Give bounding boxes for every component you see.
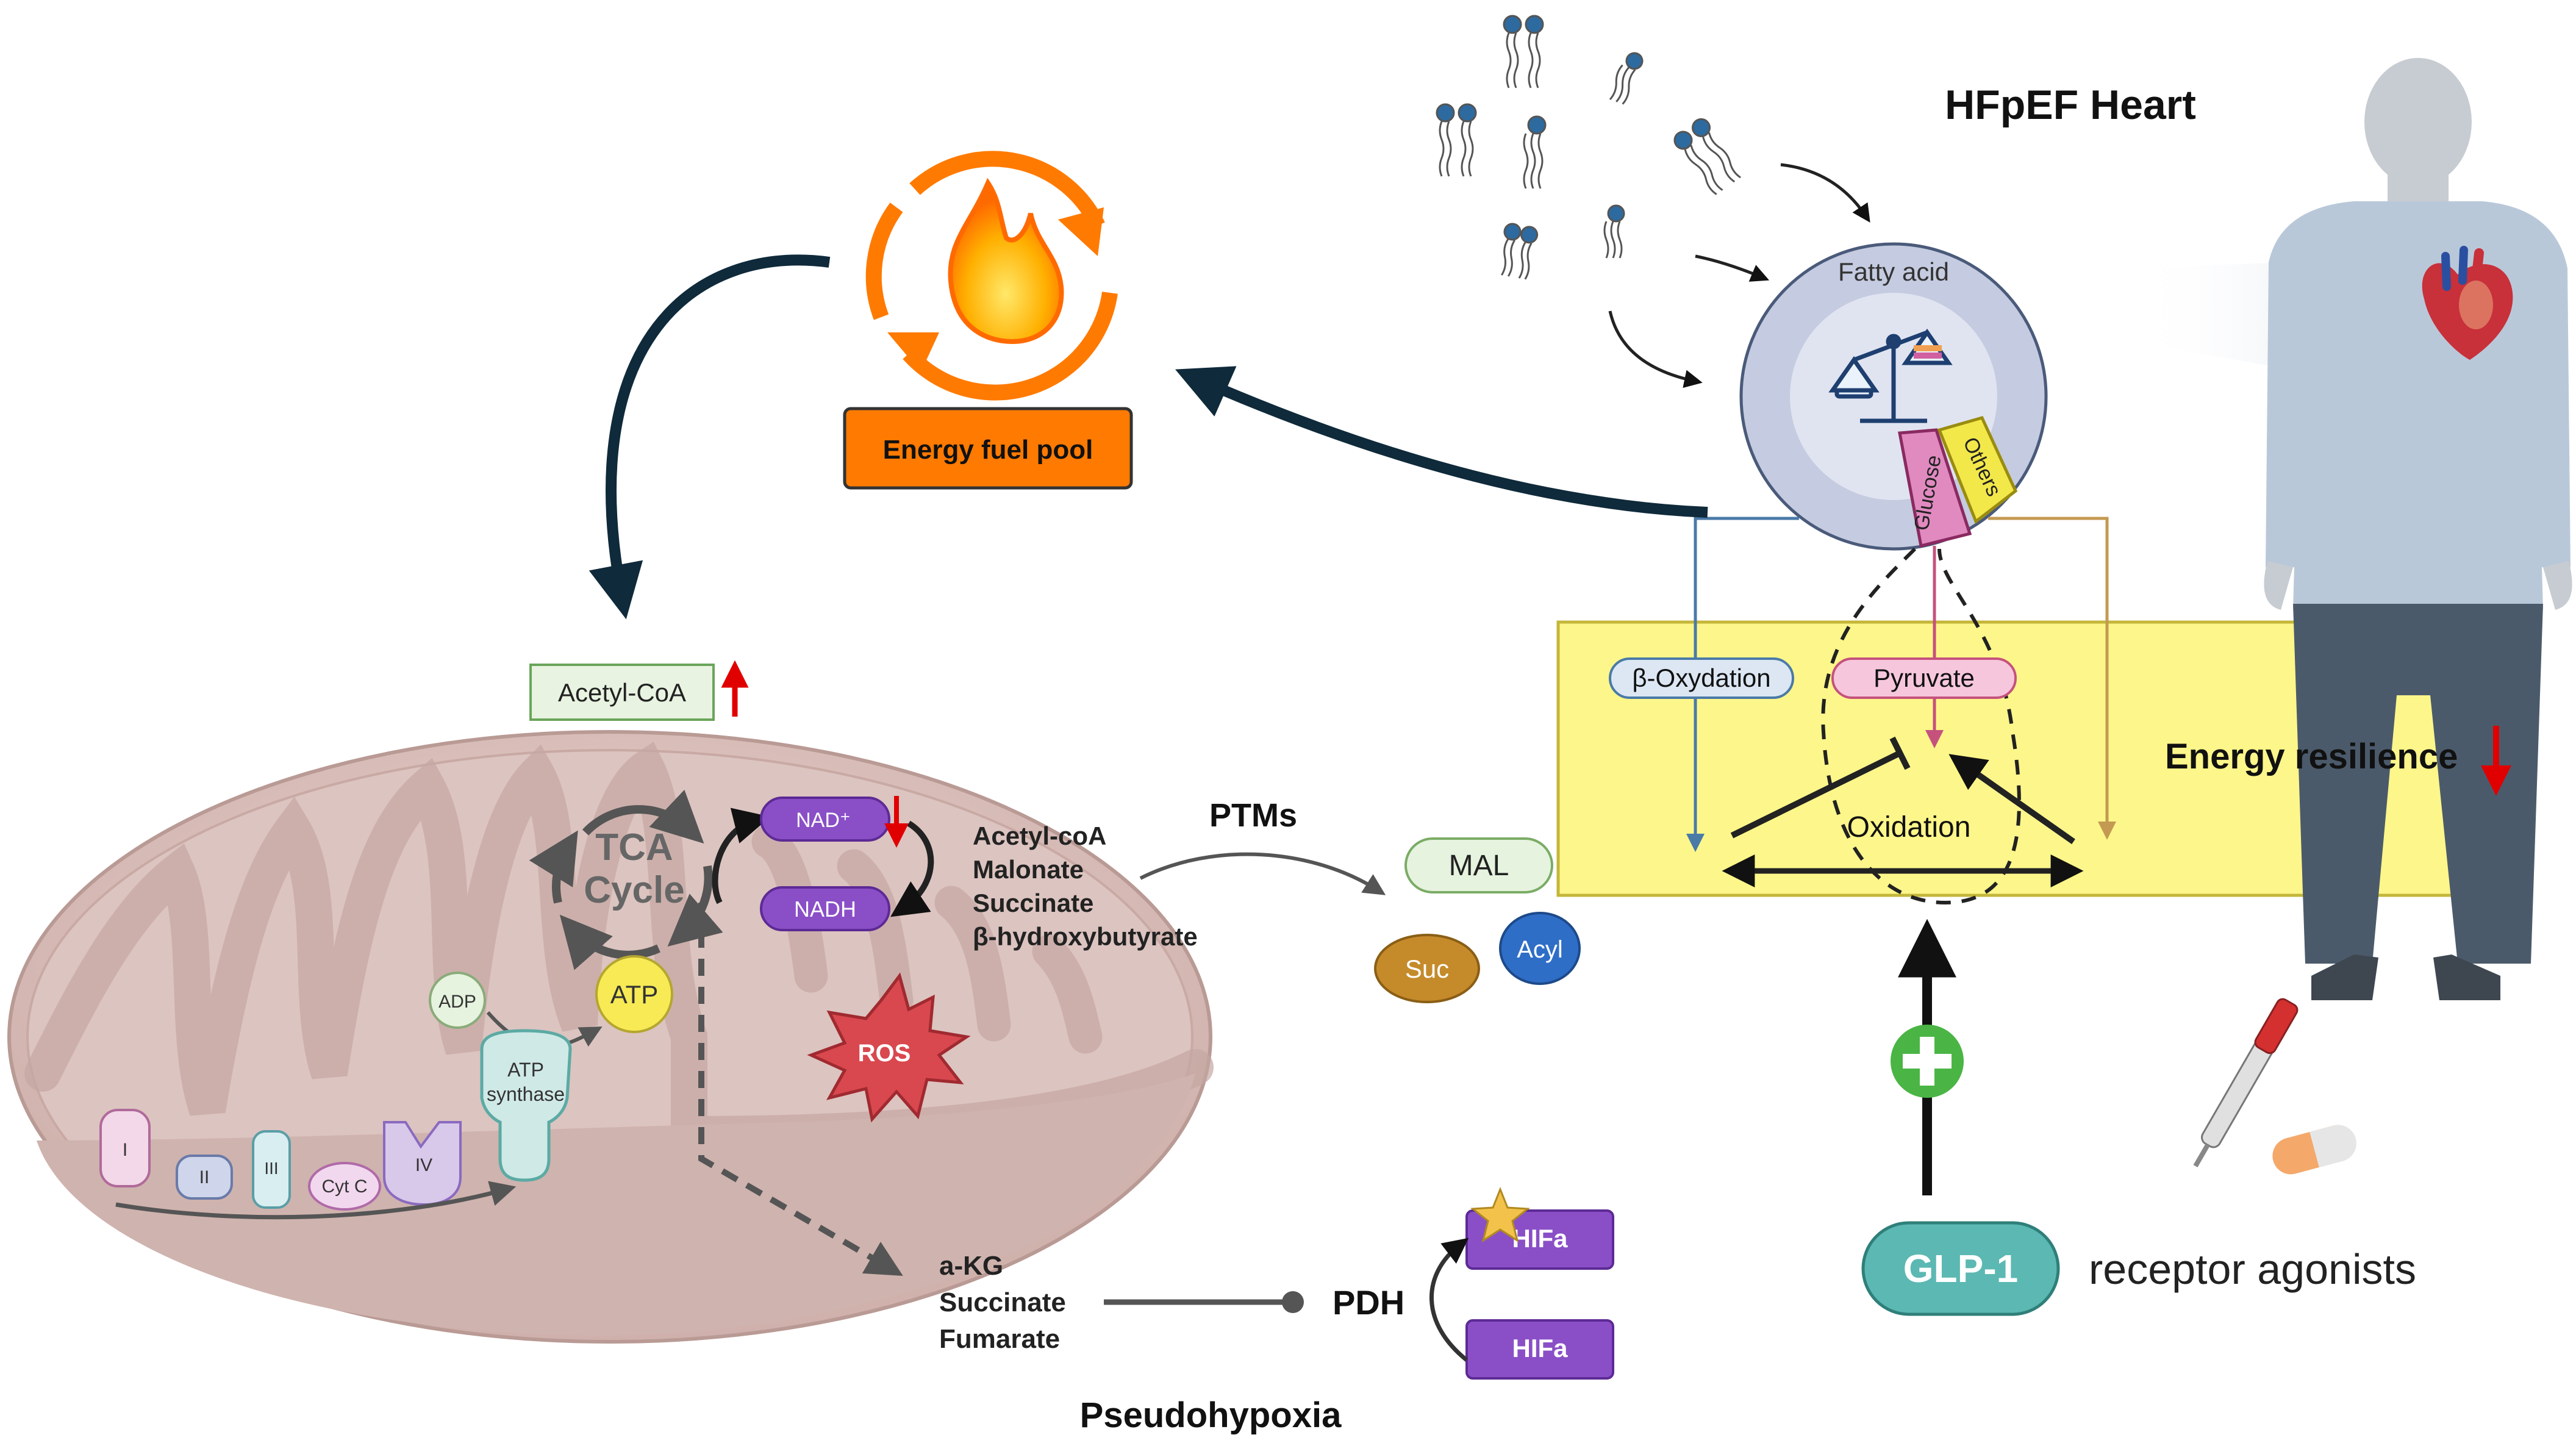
fatty-acid-line <box>1686 517 1799 852</box>
fuel-to-pool-arrow <box>1175 366 1708 518</box>
fatty-acid-label: Fatty acid <box>1838 257 1949 286</box>
hifa-bottom-box <box>1465 1319 1614 1380</box>
complex-i <box>99 1109 151 1187</box>
flame-icon <box>948 177 1064 345</box>
ptms-arrow <box>1139 852 1386 895</box>
tca-label-1: TCA <box>595 826 673 868</box>
pen-injector-icon <box>2193 998 2299 1167</box>
star-icon <box>1470 1186 1530 1243</box>
svg-text:GLP-1: GLP-1 <box>1903 1247 2018 1291</box>
svg-text:NADH: NADH <box>794 897 856 922</box>
svg-text:Cyt C: Cyt C <box>322 1176 368 1197</box>
lipid-arrow-3 <box>1608 310 1703 389</box>
svg-text:NAD⁺: NAD⁺ <box>796 809 851 832</box>
receptor-agonists-label: receptor agonists <box>2089 1245 2416 1293</box>
fuel-selection-circle: Glucose Others <box>1739 242 2048 551</box>
ptm-metabolite-list: Acetyl-coA Malonate Succinate β-hydroxyb… <box>973 822 1198 951</box>
tca-metabolite-list: a-KG Succinate Fumarate <box>939 1251 1066 1354</box>
others-line <box>1988 517 2116 840</box>
svg-text:Energy fuel pool: Energy fuel pool <box>883 435 1093 465</box>
svg-text:II: II <box>199 1167 210 1187</box>
svg-text:ROS: ROS <box>858 1040 911 1067</box>
atp-circle <box>595 955 673 1033</box>
oxidation-arrows <box>1722 736 2084 887</box>
plus-icon <box>1891 1025 1964 1098</box>
nadh-pill <box>760 886 890 931</box>
hfpef-heart-title: HFpEF Heart <box>1945 82 2196 128</box>
energy-resilience-label: Energy resilience <box>2165 737 2458 776</box>
svg-text:Succinate: Succinate <box>939 1287 1066 1317</box>
capsule-icon <box>2272 1125 2356 1175</box>
lipid-molecules <box>1436 15 1741 280</box>
nad-nadh-cycle-arrow <box>712 807 771 904</box>
beta-oxydation-pill <box>1609 657 1794 699</box>
svg-text:I: I <box>123 1140 127 1160</box>
svg-text:ADP: ADP <box>438 992 476 1012</box>
glp1-pill <box>1861 1221 2060 1316</box>
glucose-pathway-outline <box>1821 547 2021 905</box>
svg-text:ATP: ATP <box>610 980 659 1009</box>
svg-text:III: III <box>264 1159 278 1178</box>
svg-text:Succinate: Succinate <box>973 889 1093 917</box>
cyt-c <box>308 1162 381 1211</box>
glucose-sector <box>1898 428 1972 548</box>
others-sector <box>1937 416 2018 524</box>
heart-icon <box>2422 246 2513 360</box>
svg-text:ATP: ATP <box>507 1059 544 1081</box>
svg-text:Fumarate: Fumarate <box>939 1324 1060 1354</box>
svg-text:Acetyl-coA: Acetyl-coA <box>973 822 1106 850</box>
electron-flow-arrow <box>115 1181 517 1220</box>
suc-blob <box>1374 934 1480 1003</box>
pseudohypoxia-label: Pseudohypoxia <box>1080 1395 1342 1435</box>
svg-text:Malonate: Malonate <box>973 855 1084 884</box>
svg-text:Acetyl-CoA: Acetyl-CoA <box>558 678 686 707</box>
pdh-label: PDH <box>1333 1283 1404 1322</box>
energy-fuel-pool-box <box>843 407 1133 490</box>
svg-text:synthase: synthase <box>487 1083 565 1105</box>
lipid-arrow-2 <box>1695 254 1770 282</box>
svg-text:HIFa: HIFa <box>1512 1334 1568 1362</box>
svg-text:Pyruvate: Pyruvate <box>1873 664 1975 692</box>
energy-cycle-icon <box>865 151 1118 401</box>
human-figure <box>2134 58 2572 1000</box>
svg-text:β-hydroxybutyrate: β-hydroxybutyrate <box>973 922 1198 951</box>
ptms-label: PTMs <box>1209 797 1297 834</box>
svg-text:Acyl: Acyl <box>1517 936 1563 963</box>
svg-text:Suc: Suc <box>1405 954 1449 983</box>
tca-to-metabolites-dashed-arrow <box>698 903 903 1276</box>
svg-text:HIFa: HIFa <box>1512 1224 1568 1253</box>
nad-nadh-cycle-arrow-right <box>890 820 934 917</box>
svg-text:β-Oxydation: β-Oxydation <box>1632 664 1770 692</box>
complex-iii <box>252 1130 291 1209</box>
acyl-blob <box>1499 912 1581 985</box>
atp-synthase <box>480 1029 572 1182</box>
pdh-inhibition-end <box>1282 1291 1304 1313</box>
nad-pill <box>760 797 890 842</box>
acetyl-coa-box <box>529 664 715 721</box>
svg-text:MAL: MAL <box>1449 850 1509 882</box>
pool-to-acetylcoa-arrow <box>589 254 831 620</box>
balance-scale-icon <box>1828 328 1953 423</box>
mal-pill <box>1404 837 1553 893</box>
oxidation-label: Oxidation <box>1847 811 1971 843</box>
tca-label-2: Cycle <box>584 869 684 911</box>
adp-circle <box>429 972 486 1029</box>
lipid-arrow-1 <box>1780 163 1870 223</box>
ros-burst <box>807 972 971 1123</box>
svg-text:IV: IV <box>415 1155 432 1175</box>
complex-ii <box>176 1155 233 1200</box>
hifa-stabilization-arrow <box>1429 1237 1469 1362</box>
svg-text:a-KG: a-KG <box>939 1251 1003 1281</box>
pyruvate-pill <box>1831 657 2017 699</box>
